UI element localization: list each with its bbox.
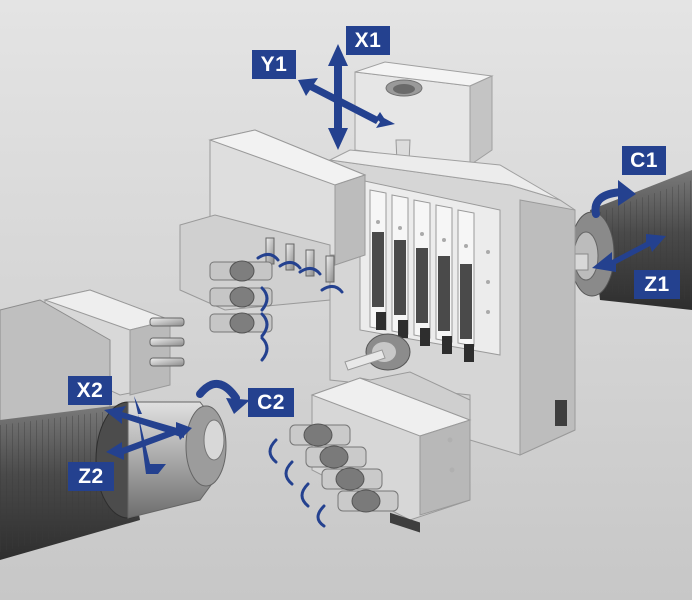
- z1-label-box: [634, 270, 680, 299]
- z1-arrow: [592, 234, 666, 272]
- axis-label-x2: X2: [76, 379, 104, 402]
- axis-label-boxes: [68, 26, 680, 491]
- axis-label-z1: Z1: [644, 273, 670, 296]
- side-tool-holders: [209, 260, 273, 334]
- tool-inserts: [372, 232, 472, 339]
- c2-arrow: [196, 380, 250, 414]
- axis-label-x1: X1: [354, 29, 382, 52]
- y1-label-box: [252, 50, 296, 79]
- x1-label-box: [346, 26, 390, 55]
- c2-label-box: [248, 388, 294, 417]
- axis-label-y1: Y1: [260, 53, 288, 76]
- x2-z2-arrows: [104, 396, 192, 474]
- axis-label-z2: Z2: [78, 465, 104, 488]
- x2-label-box: [68, 376, 112, 405]
- x1-y1-arrows: [298, 44, 395, 150]
- axis-label-c2: C2: [257, 391, 285, 414]
- front-tool-block: [289, 371, 472, 533]
- z2-label-box: [68, 462, 114, 491]
- c1-arrow: [591, 180, 636, 218]
- c1-label-box: [622, 146, 666, 175]
- front-tool-holders: [289, 423, 399, 513]
- cross-drilling-unit: [179, 129, 367, 334]
- tool-rotation-arrows: [256, 253, 344, 528]
- axis-label-c1: C1: [630, 149, 658, 172]
